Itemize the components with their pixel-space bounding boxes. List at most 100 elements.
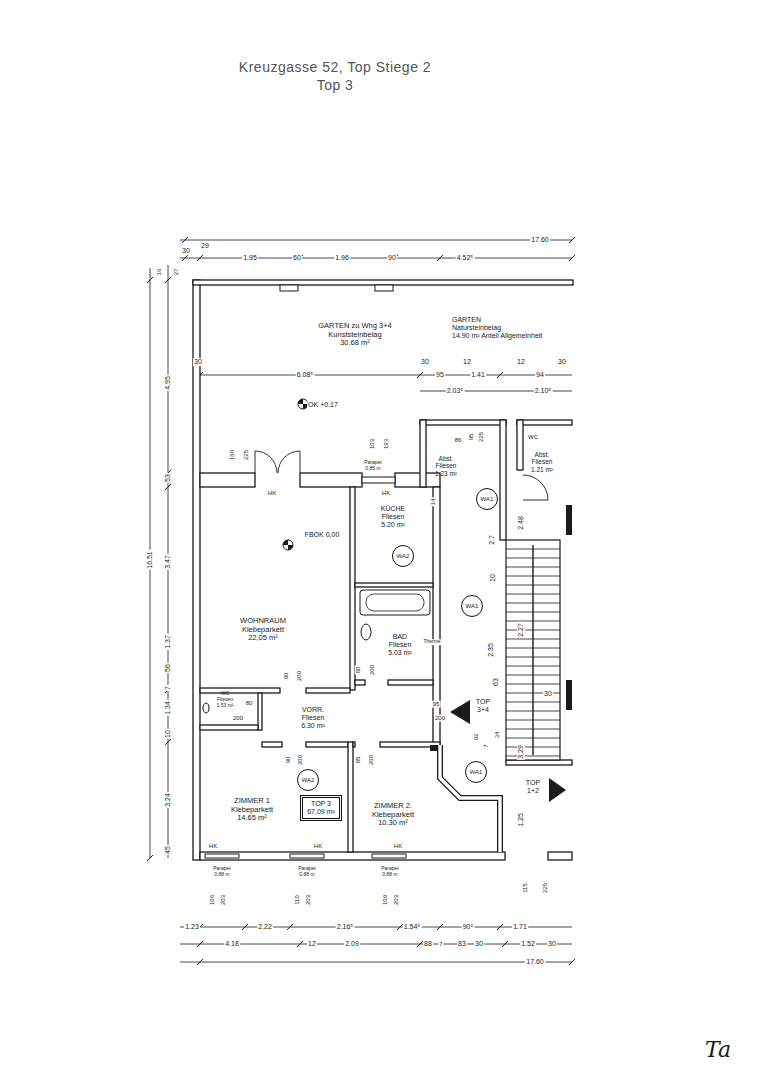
dimension-label: 63 bbox=[492, 677, 500, 687]
dimension-label: 2.03⁵ bbox=[446, 387, 465, 395]
dimension-label: 12 bbox=[516, 358, 526, 366]
dimension-label: HK bbox=[381, 490, 391, 497]
dimension-label: 203 bbox=[393, 894, 400, 906]
dimension-label: 1.25 bbox=[517, 812, 525, 828]
dimension-label: 53 bbox=[164, 473, 172, 483]
room-detail: 1.21 m² bbox=[531, 466, 553, 473]
dimension-tick bbox=[437, 924, 443, 930]
wall bbox=[420, 420, 506, 425]
wall-pillar bbox=[566, 680, 572, 710]
dimension-label: FBOK 0,00 bbox=[304, 531, 341, 539]
dimension-label: 95 bbox=[468, 433, 475, 442]
dimension-tick bbox=[297, 941, 303, 947]
dimension-label: 30 bbox=[557, 358, 567, 366]
dimension-label: 3.24 bbox=[164, 792, 172, 808]
dimension-label: 1.54⁵ bbox=[403, 923, 422, 931]
dimension-label: 12 bbox=[462, 358, 472, 366]
room-detail: Kunststeinbelag bbox=[318, 331, 391, 340]
dimension-label: 16 bbox=[156, 268, 163, 277]
room-detail: Klebeparkett bbox=[372, 811, 414, 820]
dimension-label: 45 bbox=[164, 845, 172, 855]
entrance-arrow bbox=[450, 700, 470, 724]
wall bbox=[262, 742, 282, 747]
dimension-label: 34 bbox=[494, 731, 501, 740]
room-name: Abst. bbox=[531, 451, 553, 458]
room-name: GARTEN zu Whg 3+4 bbox=[318, 322, 391, 331]
room-detail: 22,05 m² bbox=[240, 634, 286, 643]
dimension-label: 160 bbox=[229, 449, 236, 461]
door-swing bbox=[278, 451, 300, 473]
wall bbox=[300, 473, 362, 487]
room-name: GARTEN bbox=[452, 316, 542, 324]
dimension-tick bbox=[197, 941, 203, 947]
room-label: WCFliesen1.53 m² bbox=[217, 691, 234, 708]
dimension-label: 83 bbox=[457, 940, 467, 948]
wall bbox=[395, 473, 440, 487]
dimension-label: 1.37 bbox=[164, 634, 172, 650]
dimension-label: 1.96 bbox=[334, 254, 350, 262]
wall-pillar bbox=[566, 505, 572, 535]
dimension-label: Parapet 0.85 m bbox=[359, 460, 387, 471]
window bbox=[375, 285, 393, 291]
room-name: ZIMMER 2. bbox=[372, 802, 414, 811]
sink bbox=[361, 624, 371, 640]
room-label: Abst.Fliesen1.21 m² bbox=[531, 451, 553, 473]
toilet bbox=[203, 703, 209, 713]
dimension-label: 225 bbox=[542, 882, 549, 894]
room-name: TOP 3 bbox=[307, 800, 335, 808]
dimension-label: 4.95 bbox=[164, 375, 172, 391]
dimension-line bbox=[180, 962, 572, 963]
dimension-label: Parapet 0.88 m bbox=[376, 866, 404, 877]
dimension-label: 1.34 bbox=[164, 700, 172, 716]
dimension-label: 7 bbox=[438, 941, 443, 948]
room-detail: Fliesen bbox=[531, 458, 553, 465]
dimension-tick bbox=[569, 237, 575, 243]
room-detail: Fliesen bbox=[435, 462, 457, 469]
dimension-tick bbox=[502, 941, 508, 947]
dimension-label: 56 bbox=[164, 663, 172, 673]
room-label: VORR.Fliesen6.30 m² bbox=[301, 706, 325, 730]
dimension-line bbox=[195, 375, 572, 376]
window bbox=[205, 854, 239, 858]
dimension-label: 90 bbox=[283, 672, 290, 681]
wall bbox=[500, 420, 506, 540]
room-label: ZIMMER 1Klebeparkett14.65 m² bbox=[231, 797, 273, 823]
dimension-label: 200 bbox=[232, 715, 244, 722]
dimension-label: 30 bbox=[420, 358, 430, 366]
dimension-label: 95 bbox=[435, 371, 445, 379]
room-detail: 67,09 m² bbox=[307, 808, 335, 816]
signature: Ta bbox=[704, 1038, 732, 1062]
wall bbox=[200, 725, 258, 730]
dimension-label: 225 bbox=[243, 449, 250, 461]
room-detail: 5.20 m² bbox=[381, 521, 406, 529]
dimension-tick bbox=[182, 255, 188, 261]
dimension-line bbox=[180, 240, 572, 241]
fixture-circle: WA2 bbox=[297, 769, 319, 791]
dimension-tick bbox=[417, 941, 423, 947]
dimension-label: HK bbox=[208, 843, 218, 850]
room-name: Abst. bbox=[435, 455, 457, 462]
wall bbox=[193, 280, 573, 285]
dimension-label: HK bbox=[267, 490, 277, 497]
area-box: TOP 367,09 m² bbox=[300, 795, 342, 821]
window bbox=[362, 477, 395, 483]
dimension-label: 6.08⁵ bbox=[296, 371, 315, 379]
dimension-label: 109 bbox=[382, 894, 389, 906]
dimension-label: 16.51 bbox=[146, 550, 154, 570]
dimension-label: 193 bbox=[383, 438, 390, 450]
dimension-label: 90 bbox=[285, 756, 292, 765]
dimension-label: 200 bbox=[369, 664, 376, 676]
dimension-label: 27 bbox=[173, 268, 180, 277]
room-label: ZIMMER 2.Klebeparkett10.30 m² bbox=[372, 802, 414, 828]
room-name: WA1 bbox=[481, 496, 494, 503]
fixture-circle: WA1 bbox=[461, 595, 483, 617]
wall bbox=[355, 583, 433, 587]
dimension-label: 203 bbox=[305, 894, 312, 906]
dimension-tick bbox=[147, 855, 153, 861]
room-label: BADFliesen5.03 m² bbox=[388, 633, 412, 657]
wall bbox=[200, 688, 280, 693]
dimension-label: 200 bbox=[297, 754, 304, 766]
dimension-label: 200 bbox=[434, 715, 446, 722]
dimension-label: 2.22 bbox=[257, 923, 273, 931]
